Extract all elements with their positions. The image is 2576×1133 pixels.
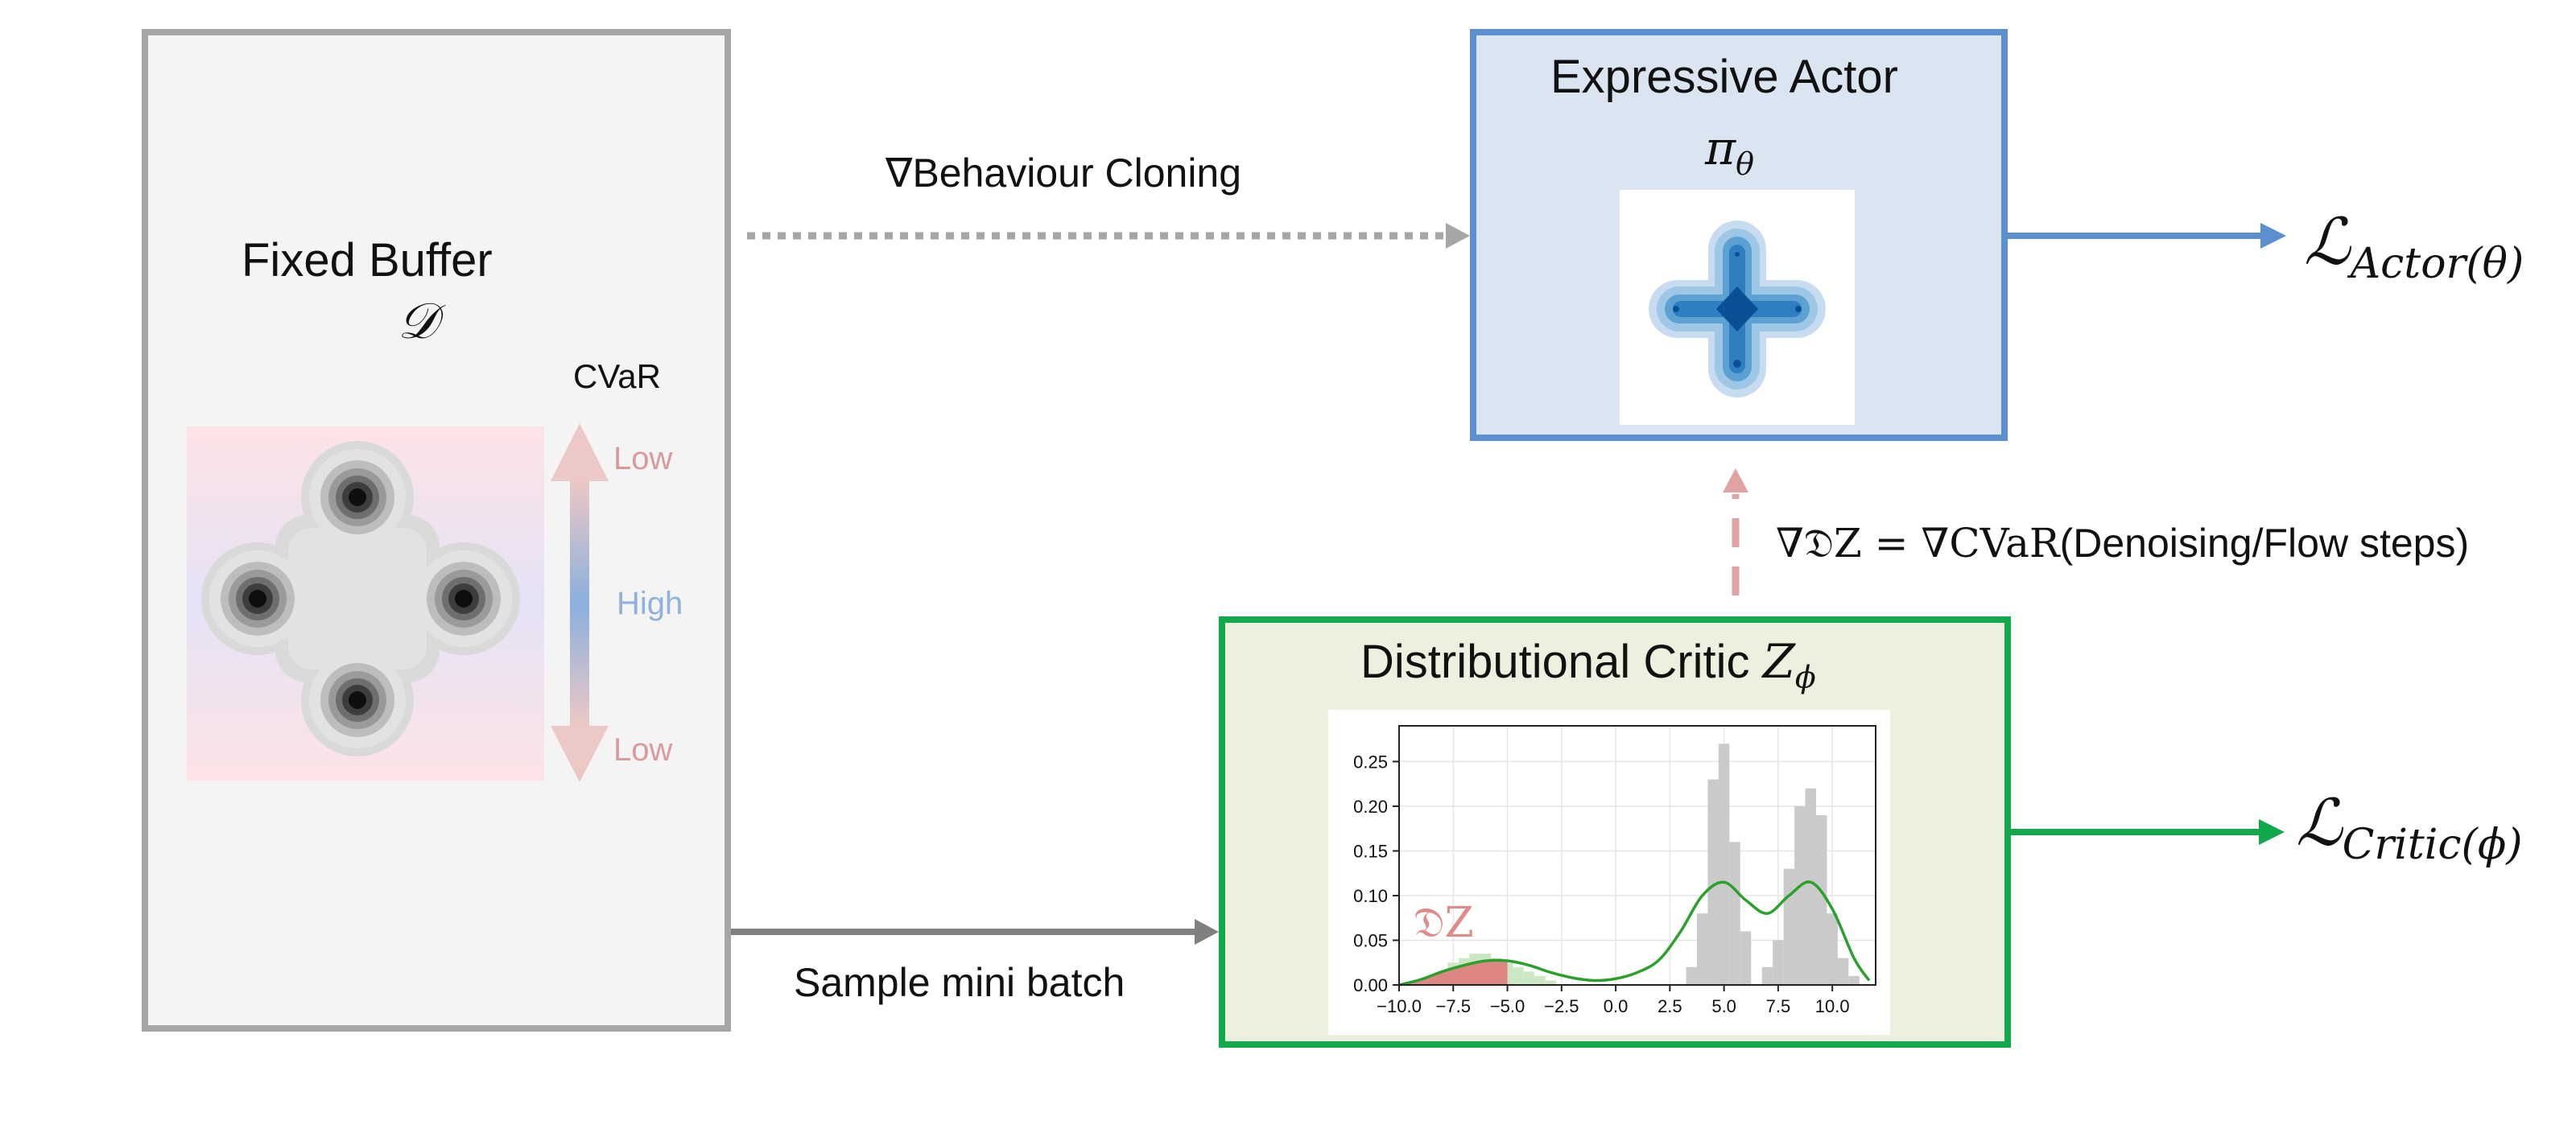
scale-low-top-label: Low — [613, 441, 673, 476]
buffer-mode-right — [427, 562, 501, 636]
critic-title: Distributional Critic Zϕ — [1360, 634, 1816, 695]
critic-loss-arrow — [2011, 819, 2285, 845]
actor-density-plot — [1620, 190, 1855, 425]
y-tick-label: 0.05 — [1353, 930, 1388, 950]
actor-title: Expressive Actor — [1550, 51, 1898, 103]
policy-pi: π — [1705, 121, 1736, 175]
chart-axes-frame — [1398, 725, 1876, 986]
sample-minibatch-arrow — [731, 919, 1219, 945]
histogram-bar — [1773, 940, 1784, 985]
critic-title-text: Distributional Critic — [1360, 636, 1763, 688]
y-tick-label: 0.10 — [1353, 886, 1388, 906]
histogram-bar — [1534, 975, 1546, 985]
histogram-bar — [1707, 779, 1719, 985]
fixed-buffer-title: Fixed Buffer — [242, 234, 493, 286]
x-tick-label: 2.5 — [1657, 996, 1682, 1016]
critic-loss-symbol: ℒ — [2296, 785, 2343, 860]
sample-minibatch-label: Sample mini batch — [794, 960, 1125, 1005]
x-tick-label: 0.0 — [1604, 996, 1629, 1016]
actor-loss-subscript: Actor(θ) — [2350, 240, 2524, 288]
actor-policy-symbol: πθ — [1705, 121, 1754, 182]
y-tick-label: 0.20 — [1353, 797, 1388, 817]
cvar-gradient-math: ∇𝔇Z = ∇CVaR — [1776, 520, 2060, 566]
histogram-bar — [1513, 966, 1524, 985]
histogram-bar — [1697, 913, 1708, 985]
histogram-bar — [1816, 815, 1827, 985]
policy-theta: θ — [1736, 146, 1755, 182]
y-tick-label: 0.00 — [1353, 975, 1388, 995]
x-tick-label: −5.0 — [1490, 996, 1525, 1016]
critic-loss-subscript: Critic(ϕ) — [2342, 821, 2523, 869]
behaviour-cloning-arrow — [747, 223, 1470, 249]
histogram-bar — [1686, 966, 1697, 985]
chart-y-ticks: 0.00 0.05 0.10 0.15 0.20 0.25 — [1353, 752, 1399, 995]
cvar-gradient-text: (Denoising/Flow steps) — [2059, 521, 2470, 566]
y-tick-label: 0.25 — [1353, 752, 1388, 772]
actor-loss-arrow — [2008, 223, 2286, 249]
histogram-bar — [1837, 958, 1849, 985]
cvar-gradient-label: ∇𝔇Z = ∇CVaR(Denoising/Flow steps) — [1776, 520, 2469, 567]
scale-low-bottom-label: Low — [613, 732, 673, 768]
cvar-gradient-arrow — [1723, 468, 1748, 595]
buffer-mode-bottom — [320, 663, 394, 737]
dataset-symbol: 𝒟 — [398, 291, 438, 350]
histogram-bar — [1718, 744, 1730, 985]
histogram-bar — [1761, 966, 1773, 985]
histogram-bar — [1794, 805, 1806, 985]
histogram-bar — [1729, 842, 1740, 985]
density-curve — [1398, 880, 1871, 987]
cvar-label: CVaR — [573, 357, 661, 395]
actor-loss-symbol: ℒ — [2304, 204, 2351, 279]
dz-annotation: 𝔇Z — [1414, 899, 1474, 947]
chart-x-ticks: −10.0 −7.5 −5.0 −2.5 0.0 2.5 5.0 7.5 10.0 — [1377, 985, 1850, 1016]
histogram-bar — [1523, 971, 1535, 985]
buffer-mode-top — [320, 460, 394, 534]
critic-phi-symbol: ϕ — [1794, 659, 1816, 695]
scale-high-label: High — [617, 586, 683, 621]
cvar-scale-arrow — [551, 423, 609, 782]
y-tick-label: 0.15 — [1353, 841, 1388, 861]
histogram-bar — [1740, 931, 1752, 985]
x-tick-label: 5.0 — [1711, 996, 1736, 1016]
histogram-bar — [1805, 788, 1816, 985]
critic-loss-label: ℒCritic(ϕ) — [2296, 785, 2523, 869]
x-tick-label: −2.5 — [1544, 996, 1579, 1016]
histogram-bar — [1545, 980, 1557, 985]
x-tick-label: 7.5 — [1766, 996, 1791, 1016]
x-tick-label: 10.0 — [1815, 996, 1850, 1016]
behaviour-cloning-label: ∇Behaviour Cloning — [886, 150, 1242, 196]
x-tick-label: −7.5 — [1436, 996, 1471, 1016]
x-tick-label: −10.0 — [1377, 996, 1422, 1016]
histogram-bar — [1848, 975, 1860, 985]
buffer-mode-left — [221, 562, 295, 636]
actor-loss-label: ℒActor(θ) — [2304, 204, 2524, 288]
histogram-bar — [1827, 913, 1838, 985]
buffer-density-plot — [187, 426, 544, 781]
critic-z-symbol: Z — [1762, 634, 1795, 689]
